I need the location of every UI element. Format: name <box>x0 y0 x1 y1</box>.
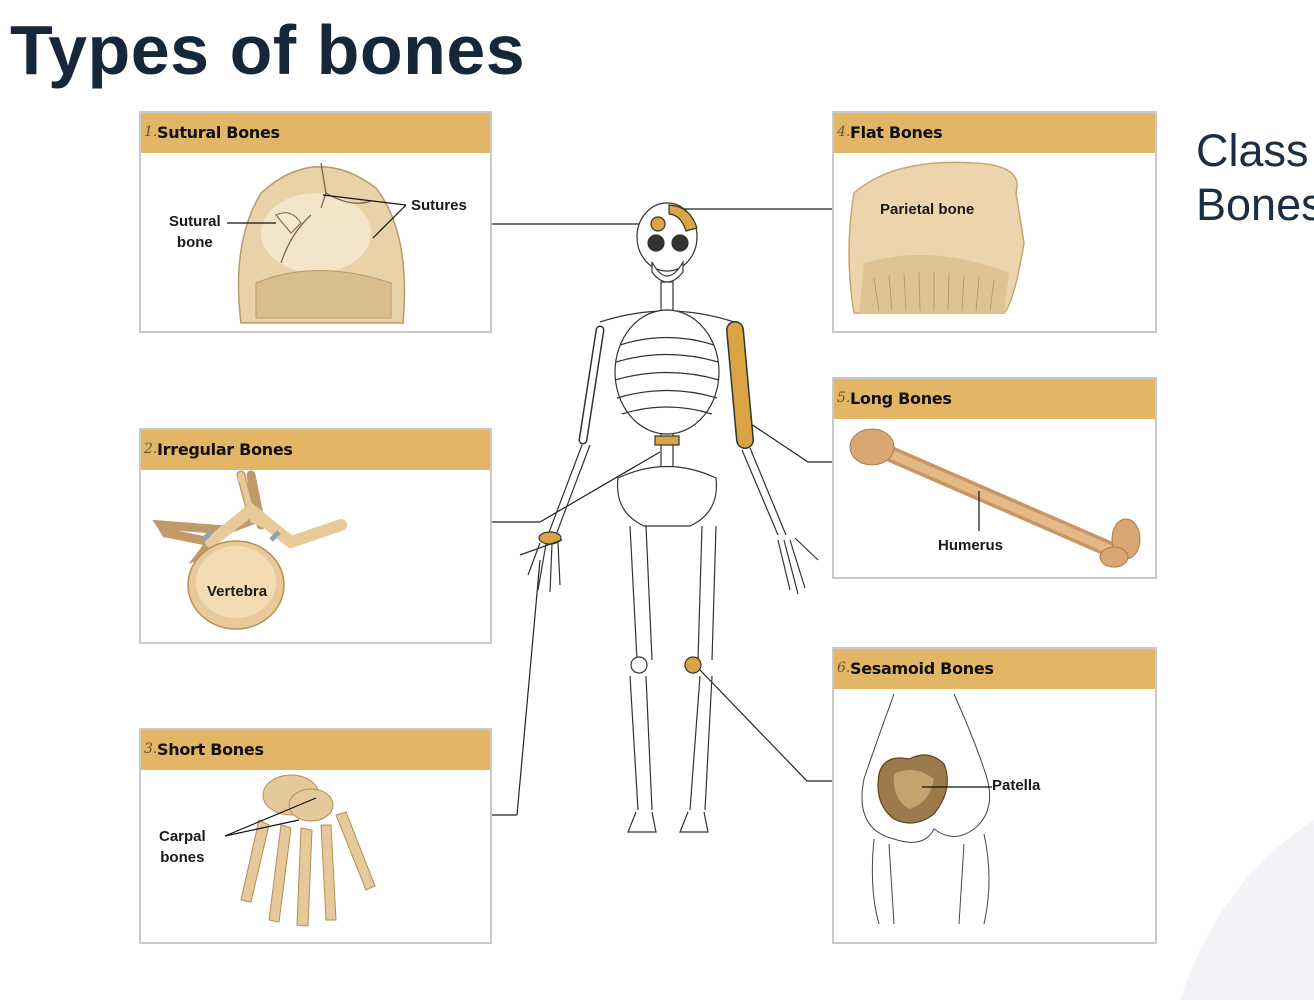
panel-title: Irregular Bones <box>157 440 293 459</box>
hand-illustration <box>224 774 376 927</box>
panel-sutural-bones: 1. Sutural Bones Sutural bone Sutures <box>139 111 492 333</box>
panel-flat-bones: 4. Flat Bones Parietal bone <box>832 111 1157 333</box>
sutural-highlight <box>650 216 666 232</box>
panel-header: 6. Sesamoid Bones <box>834 649 1155 689</box>
panel-title: Short Bones <box>157 740 264 759</box>
panel-body: Sutural bone Sutures <box>141 153 490 331</box>
panel-short-bones: 3. Short Bones Carpal bones <box>139 728 492 944</box>
vertebra-highlight <box>654 435 680 446</box>
decorative-swoosh <box>1180 820 1314 1000</box>
panel-number: 3. <box>144 741 158 757</box>
parietal-illustration <box>848 161 1025 314</box>
left-femur <box>629 525 653 661</box>
patella-highlight <box>684 656 702 674</box>
panel-number: 2. <box>144 441 158 457</box>
label-carpal-bones: Carpal bones <box>159 828 206 866</box>
panel-body: Carpal bones <box>141 770 490 942</box>
panel-header: 3. Short Bones <box>141 730 490 770</box>
label-humerus: Humerus <box>938 537 1004 554</box>
label-parietal-bone: Parietal bone <box>880 201 975 218</box>
panel-number: 1. <box>144 124 158 140</box>
skull-illustration <box>227 162 407 324</box>
side-text: Class Bones <box>1196 124 1314 232</box>
parietal-highlight <box>668 204 698 232</box>
panel-header: 4. Flat Bones <box>834 113 1155 153</box>
panel-title: Sutural Bones <box>157 123 280 142</box>
humerus-illustration <box>849 428 1141 568</box>
panel-number: 5. <box>837 390 851 406</box>
label-sutural-bone: Sutural bone <box>169 213 221 251</box>
side-text-line1: Class <box>1196 125 1309 176</box>
panel-body: Humerus <box>834 419 1155 577</box>
panel-title: Long Bones <box>850 389 952 408</box>
vertebra-illustration <box>152 470 347 630</box>
right-femur <box>697 525 717 661</box>
label-patella: Patella <box>992 777 1041 794</box>
label-sutures: Sutures <box>411 197 467 214</box>
connector-irregular <box>491 451 661 523</box>
pelvis <box>616 465 718 527</box>
knee-illustration <box>861 693 992 925</box>
panel-title: Flat Bones <box>850 123 943 142</box>
skeleton <box>519 202 819 833</box>
panel-title: Sesamoid Bones <box>850 659 994 678</box>
panel-body: Patella <box>834 689 1155 942</box>
panel-header: 5. Long Bones <box>834 379 1155 419</box>
carpal-highlight <box>538 531 562 545</box>
panel-body: Vertebra <box>141 470 490 642</box>
panel-body: Parietal bone <box>834 153 1155 331</box>
panel-irregular-bones: 2. Irregular Bones Vertebra <box>139 428 492 644</box>
panel-number: 4. <box>837 124 851 140</box>
panel-sesamoid-bones: 6. Sesamoid Bones Patella <box>832 647 1157 944</box>
panel-header: 2. Irregular Bones <box>141 430 490 470</box>
panel-number: 6. <box>837 660 851 676</box>
connector-lines <box>491 208 832 816</box>
panel-long-bones: 5. Long Bones Humerus <box>832 377 1157 579</box>
connector-short <box>516 559 541 816</box>
connector-long <box>744 419 832 463</box>
connector-sesamoid <box>699 669 832 782</box>
panel-header: 1. Sutural Bones <box>141 113 490 153</box>
label-vertebra: Vertebra <box>207 583 268 600</box>
slide-title: Types of bones <box>10 11 526 89</box>
side-text-line2: Bones <box>1196 179 1314 230</box>
